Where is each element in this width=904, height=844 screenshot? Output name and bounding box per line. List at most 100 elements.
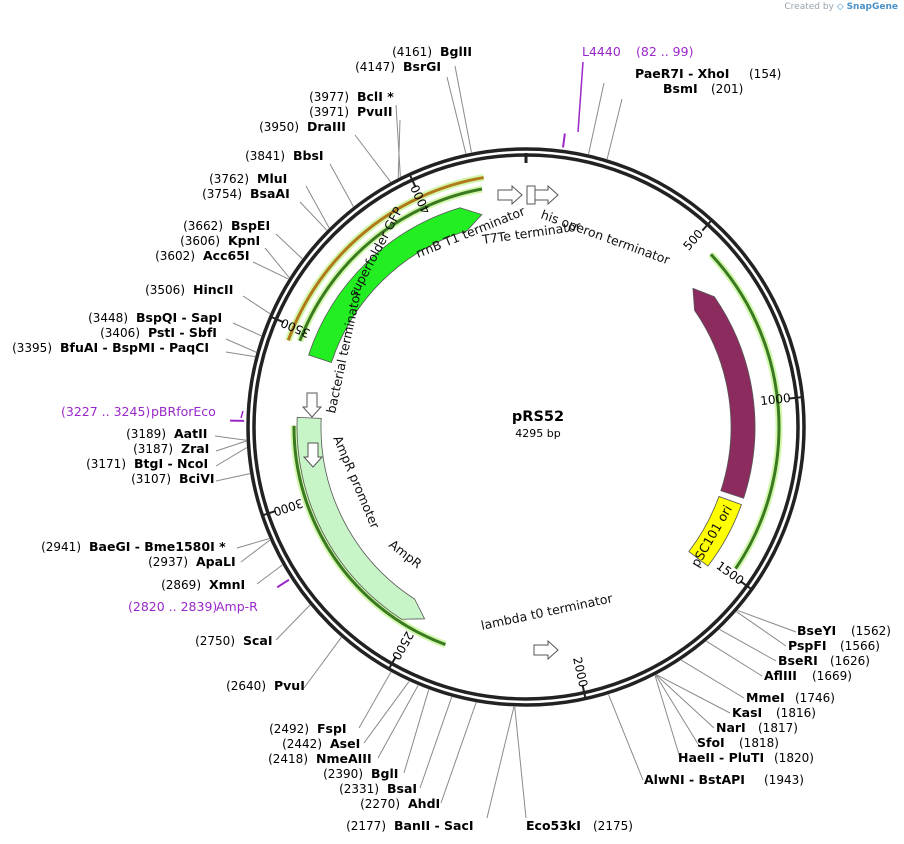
site-hincii[interactable]: (3506)HincII [145,282,233,297]
site-leader-line [232,322,262,337]
site-leader-line [608,694,644,781]
site-leader-line [215,440,247,452]
site-number: (3606) [180,234,220,248]
site-enzyme: AhdI [408,796,440,811]
site-leader-line [358,671,392,729]
site-bsrgi[interactable]: (4147)BsrGI [355,59,441,74]
site-number: (1816) [776,706,816,720]
site-leader-line [656,674,731,714]
site-number: (3762) [209,172,249,186]
site-scai[interactable]: (2750)ScaI [195,633,272,648]
label-lambda-t0-terminator: lambda t0 terminator [480,590,615,633]
tick-label: 2500 [389,629,416,662]
site-xmni[interactable]: (2869)XmnI [161,577,245,592]
site-haeii-pluti[interactable]: HaeII - PluTI(1820) [678,750,814,765]
site-bcli[interactable]: (3977)BclI * [309,89,394,104]
site-enzyme: BaeGI - Bme1580I * [89,539,226,554]
site-asei[interactable]: (2442)AseI [282,736,360,751]
site-leader-line [242,295,271,315]
site-leader-line [654,675,681,759]
site-leader-line [446,76,467,154]
site-btgi-ncoi[interactable]: (3171)BtgI - NcoI [86,456,208,471]
site-bseri[interactable]: BseRI(1626) [778,653,870,668]
site-baegi-bme1580i[interactable]: (2941)BaeGI - Bme1580I * [41,539,226,554]
site-acc65i[interactable]: (3602)Acc65I [155,248,249,263]
site-number: (3107) [131,472,171,486]
site-pvui[interactable]: (2640)PvuI [226,678,305,693]
site-enzyme: ScaI [243,633,273,648]
site-bglii[interactable]: (4161)BglII [392,44,472,59]
site-number: (3841) [245,149,285,163]
ampr-arc [292,425,446,646]
site-nmeaiii[interactable]: (2418)NmeAIII [268,751,372,766]
site-bspei[interactable]: (3662)BspEI [183,218,270,233]
site-leader-line [606,98,623,160]
site-nari[interactable]: NarI(1817) [716,720,798,735]
site-eco53ki[interactable]: Eco53kI(2175) [526,818,633,833]
site-leader-line [397,119,401,178]
site-leader-line [225,351,256,358]
site-enzyme: BsaAI [250,186,290,201]
site-ahdi[interactable]: (2270) AhdI [360,796,440,811]
site-mmei[interactable]: MmeI(1746) [746,690,835,705]
site-draiii[interactable]: (3950)DraIII [259,119,346,134]
site-afliii[interactable]: AflIII(1669) [764,668,852,683]
site-enzyme: BspEI [231,218,270,233]
primer-pbrforeco[interactable]: (3227 .. 3245) pBRforEco [61,404,216,419]
primer-l4440-mark [562,133,566,148]
site-leader-line [305,185,330,229]
site-bfuai-bspmi-paqci[interactable]: (3395)BfuAI - BspMI - PaqCI [12,340,209,355]
ampr-promoter-arrow [302,442,324,468]
site-bseyi[interactable]: BseYI(1562) [797,623,891,638]
site-alwni-bstapi[interactable]: AlwNI - BstAPI(1943) [644,772,804,787]
site-enzyme: KasI [732,705,762,720]
site-bspqi-sapi[interactable]: (3448)BspQI - SapI [88,310,222,325]
site-bgli[interactable]: (2390)BglI [323,766,398,781]
site-apali[interactable]: (2937)ApaLI [148,554,236,569]
site-sfoi[interactable]: SfoI(1818) [697,735,779,750]
site-mlui[interactable]: (3762)MluI [209,171,287,186]
site-enzyme: PvuI [274,678,305,693]
site-bbsi[interactable]: (3841)BbsI [245,148,323,163]
site-psti-sbfi[interactable]: (3406)PstI - SbfI [100,325,217,340]
site-leader-line [264,247,290,278]
site-fspi[interactable]: (2492)FspI [269,721,346,736]
site-bcivi[interactable]: (3107)BciVI [131,471,214,486]
site-number: (1943) [764,773,804,787]
site-banii-saci[interactable]: (2177)BanII - SacI [346,818,473,833]
site-enzyme: BsmI [663,81,698,96]
site-bsai[interactable]: (2331)BsaI [339,781,417,796]
features [230,61,756,661]
site-number: (2442) [282,737,322,751]
site-enzyme: BglII [440,44,472,59]
site-bsaai[interactable]: (3754)BsaAI [202,186,290,201]
site-enzyme: XmnI [209,577,245,592]
site-number: (2270) [360,797,400,811]
site-enzyme: MmeI [746,690,785,705]
site-pspfi[interactable]: PspFI(1566) [788,638,880,653]
tick-mark [701,219,713,232]
site-enzyme: Eco53kI [526,818,581,833]
site-leader-line [256,564,283,585]
site-kpni[interactable]: (3606)KpnI [180,233,260,248]
site-bsmi[interactable]: BsmI(201) [663,81,743,96]
site-leader-line [395,104,401,177]
lambda-t0-terminator-arrow [533,639,559,661]
site-leader-line [329,163,354,207]
primer-amp-r[interactable]: (2820 .. 2839) Amp-R [128,599,258,614]
site-kasi[interactable]: KasI (1816) [732,705,816,720]
site-leader-line [377,685,419,759]
site-number: (1818) [739,736,779,750]
site-paer7i-xhoi[interactable]: PaeR7I - XhoI(154) [635,66,781,81]
site-pvuii-3971[interactable]: (3971)PvuII [309,104,392,119]
site-zrai[interactable]: (3187)ZraI [133,441,209,456]
bacterial-terminator-arrow [301,392,323,418]
primer-l4440[interactable]: L4440 (82 .. 99) [582,44,693,59]
primer-pbrforeco-leader [240,410,244,419]
site-enzyme: BclI * [357,89,394,104]
site-enzyme: NarI [716,720,746,735]
site-aatii[interactable]: (3189)AatII [126,426,207,441]
site-leader-line [299,201,328,231]
primer-l4440-leader [577,61,584,133]
tick-mark [739,580,753,591]
